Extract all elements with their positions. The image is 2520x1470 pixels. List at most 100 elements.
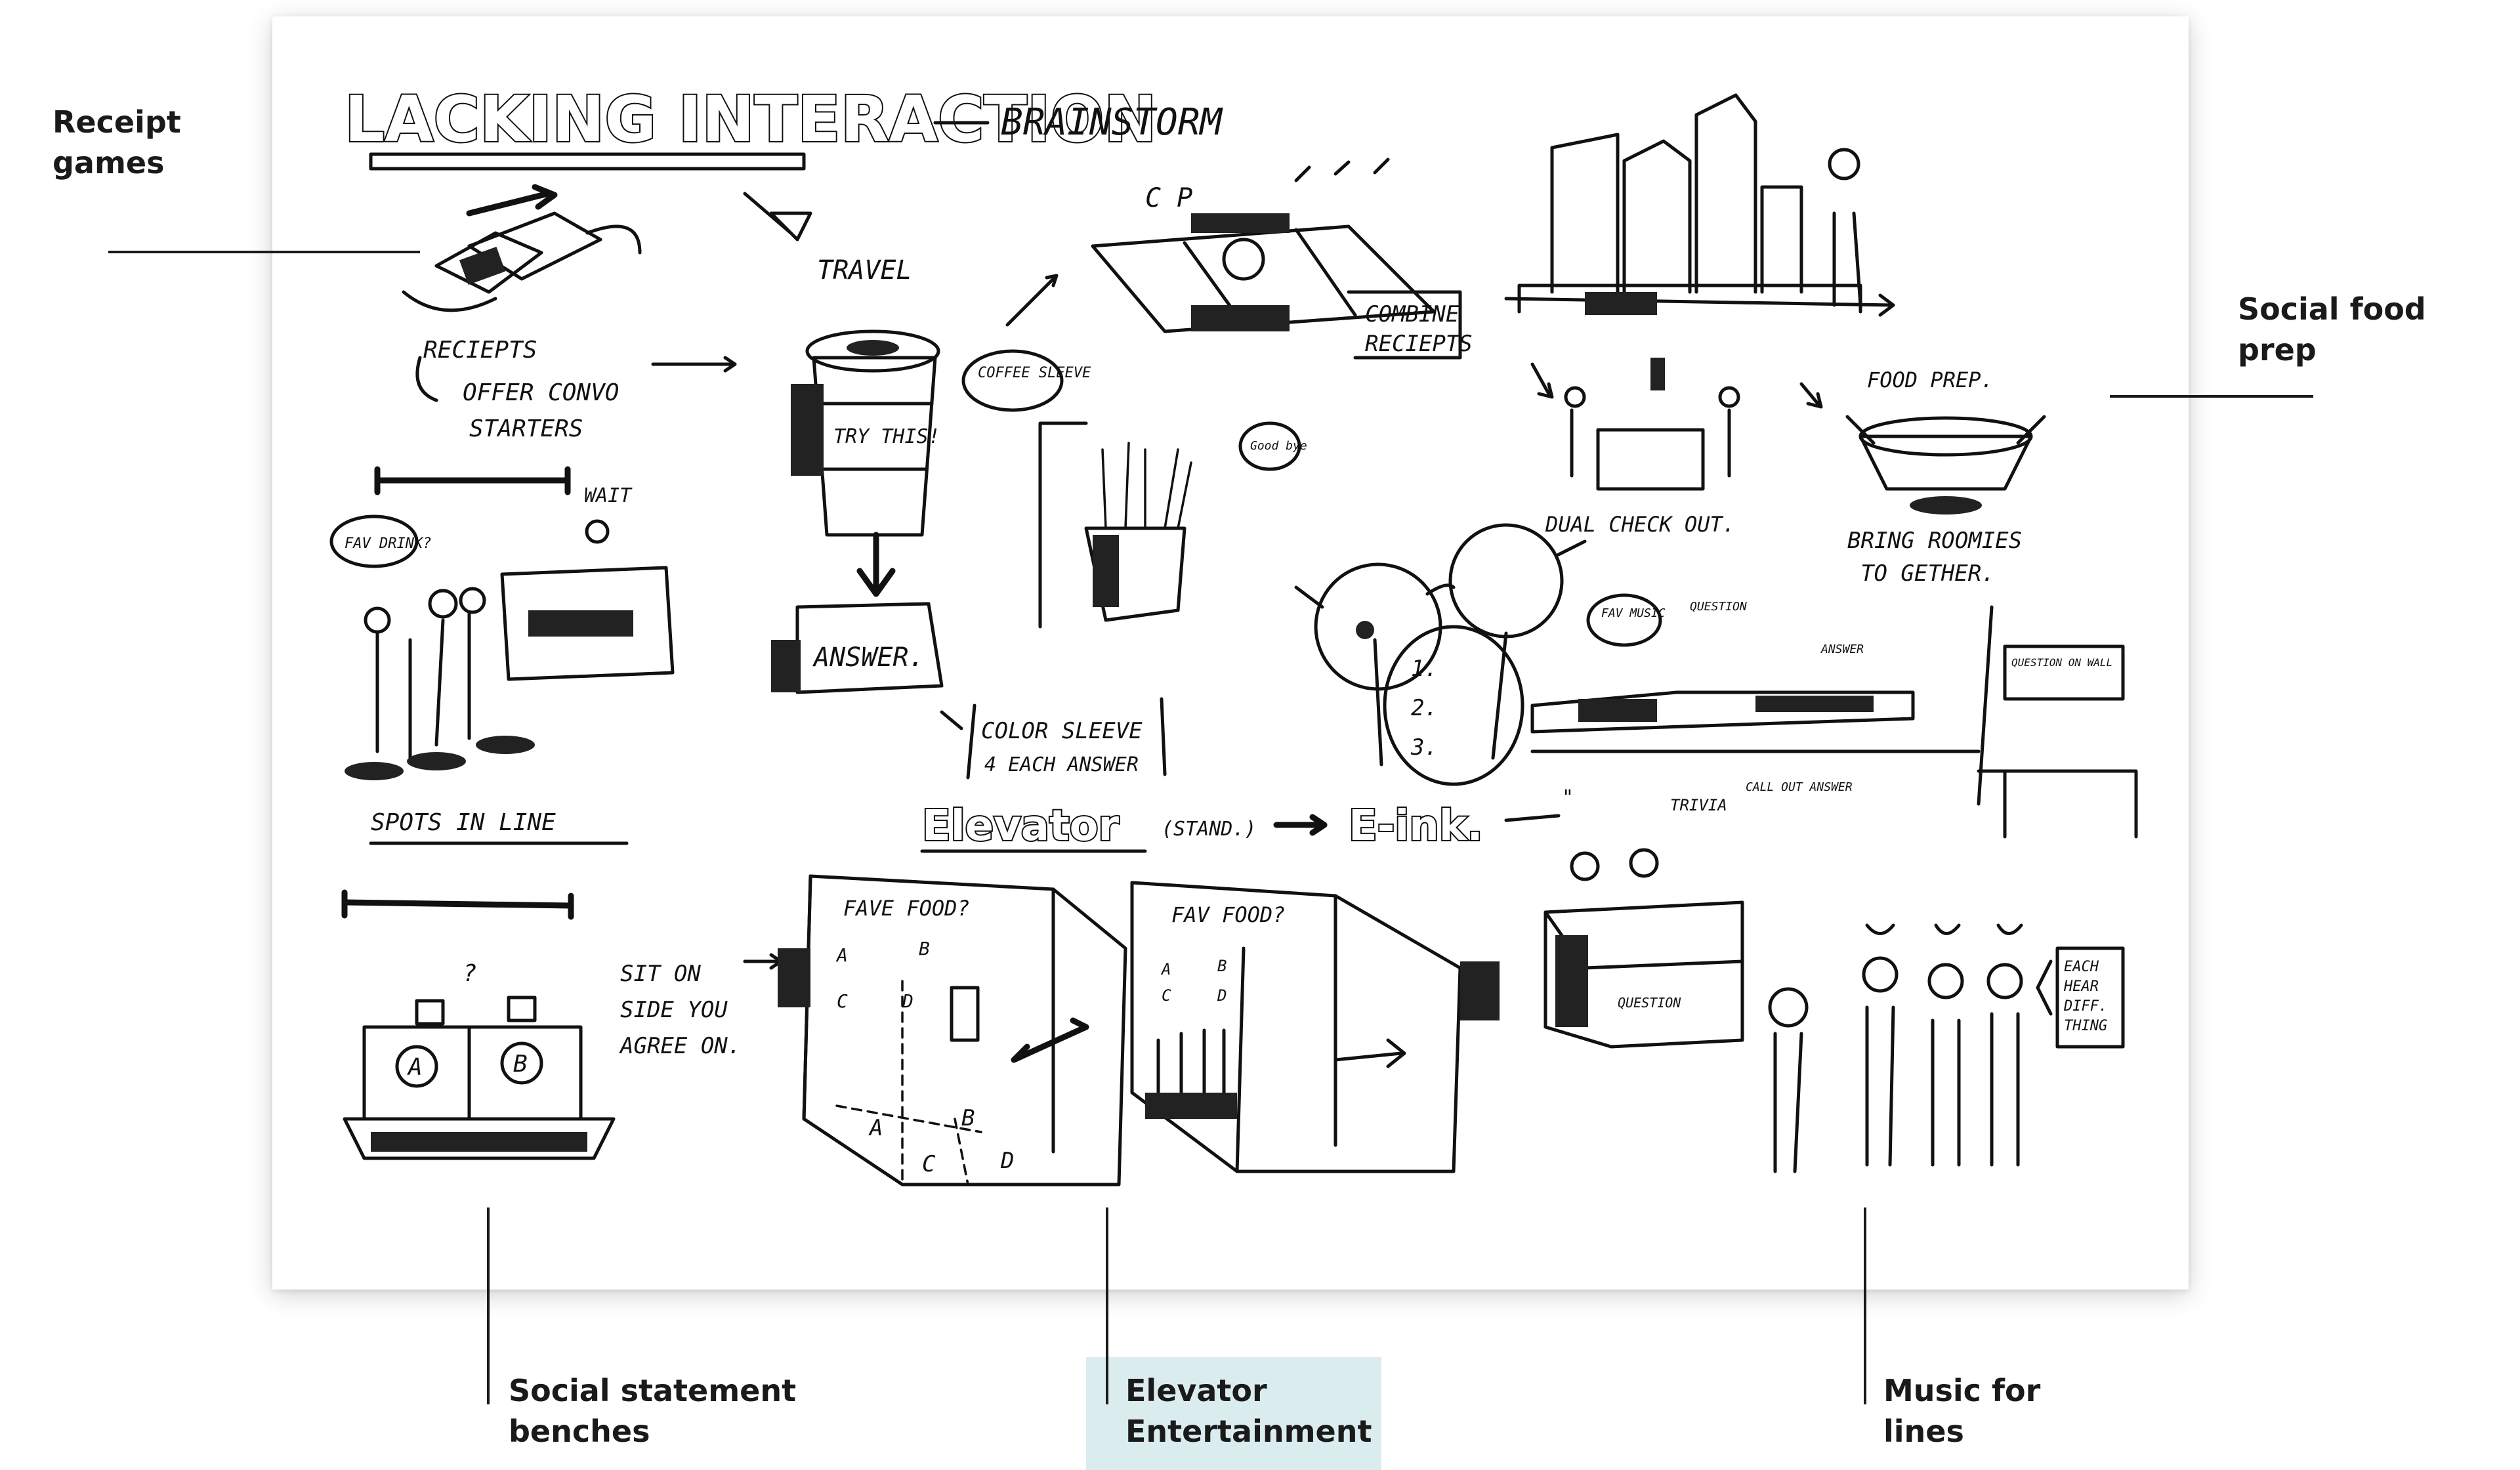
note-thing: THING xyxy=(2064,1018,2107,1034)
food-prep-sketch: FOOD PREP. BRING ROOMIES TO GETHER. xyxy=(1799,368,2046,587)
seat-b-label: B xyxy=(513,1051,528,1078)
callout-social-food-prep-line2: prep xyxy=(2238,332,2317,368)
note-list-2: 2. xyxy=(1411,695,1438,721)
note-trivia: TRIVIA xyxy=(1670,796,1727,814)
note-coffee-sleeve: COFFEE SLEEVE xyxy=(978,365,1091,381)
note-bench-question: ? xyxy=(463,960,477,987)
note-combine-receipts: RECIEPTS xyxy=(1365,331,1473,357)
note-quote: " xyxy=(1562,786,1574,809)
note-together: TO GETHER. xyxy=(1860,560,1995,587)
note-starters: STARTERS xyxy=(469,415,583,442)
elevator-floor-c: C xyxy=(922,1151,936,1177)
note-stand: (STAND.) xyxy=(1162,818,1257,841)
subtitle-brainstorm: BRAINSTORM xyxy=(1001,101,1223,144)
note-question: QUESTION xyxy=(1690,600,1747,614)
city-sketch xyxy=(1504,93,1895,317)
note-bring-roomies: BRING ROOMIES xyxy=(1847,528,2022,554)
note-answer: ANSWER. xyxy=(812,642,925,673)
callout-receipt-games-leader xyxy=(108,251,420,253)
music-lines-sketch: EACH HEAR DIFF. THING xyxy=(1768,923,2125,1173)
elevator-floor-a: A xyxy=(868,1115,883,1141)
note-list-1: 1. xyxy=(1411,656,1438,682)
callout-elevator-entertainment: Elevator Entertainment xyxy=(1125,1370,1372,1452)
note-food-prep: FOOD PREP. xyxy=(1867,368,1994,392)
callout-music-for-lines: Music for lines xyxy=(1883,1370,2040,1452)
dual-checkout-sketch: DUAL CHECK OUT. xyxy=(1530,358,1740,537)
sketch-drawing: LACKING INTERACTION BRAINSTORM RECIEPTS … xyxy=(329,81,2138,1186)
note-agree-on: AGREE ON. xyxy=(619,1033,741,1059)
note-call-out-answer: CALL OUT ANSWER xyxy=(1746,780,1853,794)
callout-receipt-games-line1: Receipt xyxy=(52,104,181,140)
combine-receipts-sketch: C P COMBINE RECIEPTS xyxy=(1091,158,1473,360)
elevator-r-opt-a: A xyxy=(1160,960,1171,978)
receipts-sketch: RECIEPTS OFFER CONVO STARTERS xyxy=(402,184,737,442)
elevator-opt-a-top: A xyxy=(835,944,848,966)
note-side-you: SIDE YOU xyxy=(620,997,728,1023)
note-question-on-wall: QUESTION ON WALL xyxy=(2011,656,2112,669)
callout-elevator-line1: Elevator xyxy=(1125,1373,1267,1408)
callout-music-leader xyxy=(1864,1208,1866,1404)
elevator-r-opt-b: B xyxy=(1217,957,1227,975)
note-color-sleeve: COLOR SLEEVE xyxy=(981,718,1143,744)
callout-music-line2: lines xyxy=(1883,1414,1964,1449)
sketch-title: LACKING INTERACTION BRAINSTORM xyxy=(343,81,1223,171)
elevator-opt-b-top: B xyxy=(919,938,930,959)
callout-benches-leader xyxy=(487,1208,490,1404)
line-wait-sketch: WAIT FAV DRINK? SPOTS IN LINE xyxy=(329,466,675,845)
elevator-opt-d-top: D xyxy=(902,990,914,1012)
note-receipts: RECIEPTS xyxy=(423,337,537,364)
note-elevator: Elevator xyxy=(922,802,1120,850)
callout-social-food-prep-leader xyxy=(2110,395,2313,398)
seat-a-label: A xyxy=(407,1054,423,1081)
note-fave-food: FAVE FOOD? xyxy=(843,896,970,921)
callout-receipt-games: Receipt games xyxy=(52,102,181,183)
elevator-heading: Elevator (STAND.) E-ink. " xyxy=(920,786,1574,853)
note-each-answer: 4 EACH ANSWER xyxy=(984,753,1139,776)
note-each: EACH xyxy=(2064,959,2099,975)
note-offer-convo: OFFER CONVO xyxy=(463,379,619,406)
callout-elevator-leader xyxy=(1106,1208,1108,1404)
note-travel: TRAVEL xyxy=(817,255,912,285)
elevator-r-opt-d: D xyxy=(1217,986,1227,1005)
sketch-title-text: LACKING INTERACTION xyxy=(345,83,1157,156)
glasses-sketch: 1. 2. 3. xyxy=(1294,523,1587,786)
note-dual-checkout: DUAL CHECK OUT. xyxy=(1545,512,1735,537)
note-fav-music: FAV MUSIC xyxy=(1601,606,1666,620)
elevator-floor-d: D xyxy=(1000,1148,1014,1174)
callout-benches-line2: benches xyxy=(509,1414,650,1449)
elevator-opt-c-top: C xyxy=(837,990,848,1012)
coffee-sketch: TRAVEL TRY THIS! COFFEE SLEEVE ANSWER. C… xyxy=(743,192,1167,780)
callout-social-food-prep: Social food prep xyxy=(2238,289,2426,370)
note-trivia-question: QUESTION xyxy=(1618,995,1681,1011)
elevator-r-opt-c: C xyxy=(1162,986,1171,1005)
callout-social-food-prep-line1: Social food xyxy=(2238,291,2426,327)
bench-sketch: ? A B SIT ON SIDE YOU AGREE ON. xyxy=(341,889,783,1160)
note-e-ink: E-ink. xyxy=(1349,802,1483,850)
note-good-bye: Good bye xyxy=(1250,439,1307,453)
callout-benches-line1: Social statement xyxy=(509,1373,797,1408)
note-sit-on: SIT ON xyxy=(620,961,701,987)
note-c-p: C P xyxy=(1145,183,1192,213)
note-diff: DIFF. xyxy=(2063,998,2107,1015)
elevator-floor-b: B xyxy=(961,1105,975,1131)
note-list-3: 3. xyxy=(1410,734,1438,761)
callout-social-statement-benches: Social statement benches xyxy=(509,1370,796,1452)
note-combine: COMBINE xyxy=(1365,301,1460,327)
note-try-this: TRY THIS! xyxy=(833,425,940,448)
sketch-board: LACKING INTERACTION BRAINSTORM RECIEPTS … xyxy=(272,16,2189,1290)
elevator-cube-right: FAV FOOD? A B C D xyxy=(1130,881,1500,1173)
note-fav-food: FAV FOOD? xyxy=(1171,902,1285,927)
note-hear: HEAR xyxy=(2063,978,2099,995)
utensils-sketch: Good bye xyxy=(1038,421,1307,629)
note-fav-drink: FAV DRINK? xyxy=(345,536,431,552)
title-underline xyxy=(369,152,806,171)
callout-music-line1: Music for xyxy=(1883,1373,2041,1408)
note-answer-2: ANSWER xyxy=(1820,642,1864,656)
music-question-sketch: FAV MUSIC QUESTION ANSWER CALL OUT ANSWE… xyxy=(1530,593,2138,839)
note-spots-in-line: SPOTS IN LINE xyxy=(371,809,556,836)
elevator-cube-left: FAVE FOOD? A B C D A B C D xyxy=(778,874,1127,1186)
callout-elevator-line2: Entertainment xyxy=(1125,1414,1372,1449)
callout-receipt-games-line2: games xyxy=(52,145,165,180)
callout-elevator-highlight xyxy=(1086,1357,1381,1470)
